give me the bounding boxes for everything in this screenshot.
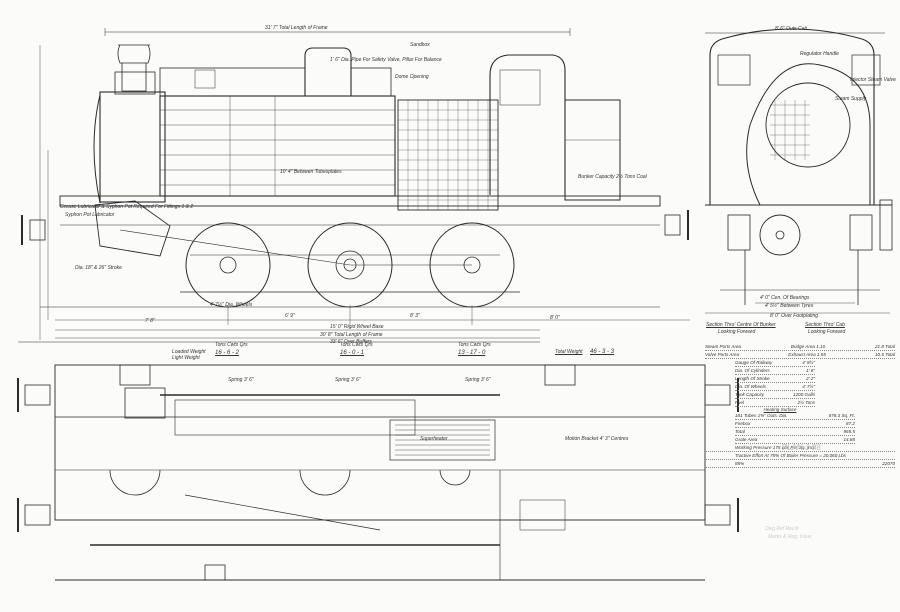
plan-spring-1: Spring 3' 6"	[228, 377, 254, 383]
section-caption-left-sub: Looking Forward	[718, 329, 756, 335]
weight-header-1: Tons Cwts Qrs	[215, 342, 248, 348]
section-caption-right-sub: Looking Forward	[808, 329, 846, 335]
heating-surface-title: Heating Surface	[763, 407, 797, 412]
tractive-effort-row: Tractive Effort At 75% Of Boiler Pressur…	[705, 452, 895, 460]
total-weight-label: Total Weight	[555, 349, 583, 355]
bearings-centre-dim: 4' 0" Cen. Of Bearings	[760, 295, 810, 301]
bunker-capacity-label: Bunker Capacity 2½ Tons Coal	[578, 174, 647, 180]
dome-opening-label: Dome Opening	[395, 74, 429, 80]
working-pressure-row: Working Pressure 175 Lbs Per Sq. Inch	[705, 444, 895, 452]
overall-frame-dimension: 31' 7" Total Length of Frame	[265, 25, 328, 31]
safety-valve-label: 1' 6" Dia. Pipe For Safety Valve, Pillar…	[330, 57, 442, 63]
cylinder-dimension: Dia. 18" & 26" Stroke	[75, 265, 122, 271]
syphon-pot-note: Syphon Pot Lubricator	[65, 212, 115, 218]
injector-label: Injector Steam Valve	[850, 77, 896, 83]
heating-row: 181 Tubes 1⅝" Outs. Dia.878.3 Sq. Ft.	[735, 413, 855, 420]
weight-header-3: Tons Cwts Qrs	[458, 342, 491, 348]
wheel-diameter-label: 4' 7½" Dia. Wheels	[210, 302, 253, 308]
steam-supply-label: Steam Supply	[835, 96, 867, 102]
plan-spring-2: Spring 3' 6"	[335, 377, 361, 383]
over-buffers-length: 33' 6" Over Buffers	[330, 339, 372, 345]
wheelbase-dim-1: 6' 9"	[285, 313, 295, 319]
superheater-label: Superheater	[420, 436, 448, 442]
section-caption-left: Section Thro' Centre Of Bunker	[706, 322, 776, 328]
corner-note-2: Marks & Reg. Issue	[768, 534, 812, 540]
leading-axle-weight: 16 - 6 - 2	[215, 350, 240, 356]
lubricator-note: Grease Lubricator & Syphon Pot Required …	[60, 204, 194, 210]
side-elevation	[18, 28, 690, 343]
total-weight-value: 46 - 3 - 3	[590, 349, 615, 355]
trailing-axle-weight: 13 - 17 - 0	[458, 350, 486, 356]
plan-view	[17, 364, 739, 581]
rear-overhang-dim: 8' 0"	[550, 315, 560, 321]
plan-stamp: PLAN J-38	[782, 443, 821, 452]
plan-spring-3: Spring 3' 6"	[465, 377, 491, 383]
regulator-label: Regulator Handle	[800, 51, 839, 57]
motion-bracket-label: Motion Bracket 4' 3" Centres	[565, 436, 629, 442]
wheelbase-dim-2: 8' 3"	[410, 313, 420, 319]
light-weight-label: Light Weight	[172, 355, 200, 361]
rigid-wheelbase: 15' 0" Rigid Wheel Base	[330, 324, 384, 330]
over-footplating-dim: 8' 0" Over Footplating	[770, 313, 819, 319]
loaded-weight-label: Loaded Weight	[172, 349, 206, 355]
cab-width-dim: 8' 6" Outs Cab	[775, 26, 808, 32]
end-elevation	[705, 28, 893, 314]
section-caption-right: Section Thro' Cab	[805, 322, 845, 328]
tubeplates-dimension: 10' 4" Between Tubesplates	[280, 169, 342, 175]
corner-note-1: Dwg Ref Rec'd	[765, 526, 799, 532]
sandbox-label: Sandbox	[410, 42, 430, 48]
front-overhang-dim: 7' 8"	[145, 318, 155, 324]
between-tyres-dim: 4' 5½" Between Tyres	[765, 303, 814, 309]
tractive-values-row: 85%22070	[705, 460, 895, 468]
total-frame-length: 30' 8" Total Length of Frame	[320, 332, 383, 338]
driving-axle-weight: 16 - 0 - 1	[340, 350, 365, 356]
weight-header-2: Tons Cwts Qrs	[340, 342, 373, 348]
